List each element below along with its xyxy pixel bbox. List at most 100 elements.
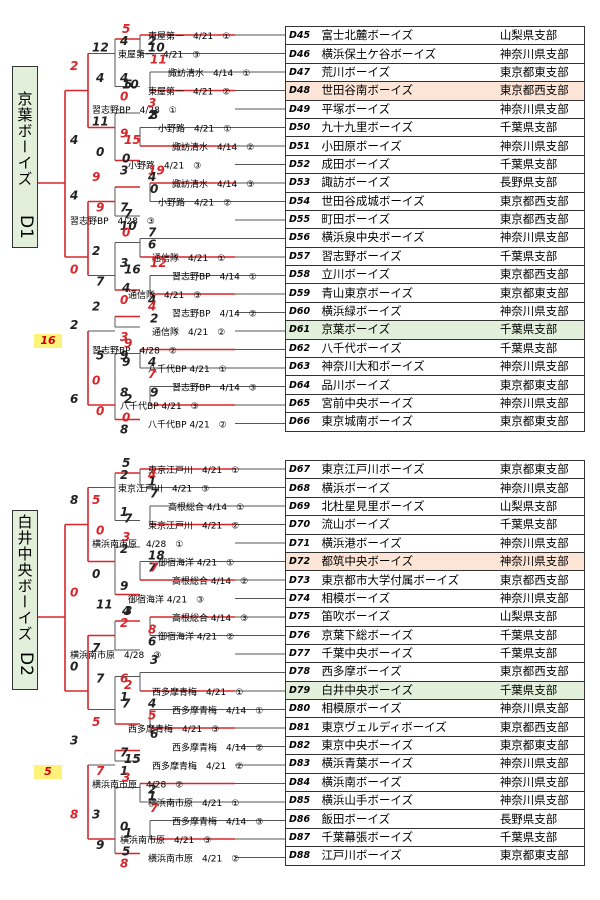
score-label: 9 [92,170,100,184]
score-label: 8 [150,108,158,122]
score-label: 9 [122,355,130,369]
team-name: 相模原ボーイズ [318,699,497,719]
team-name: 町田ボーイズ [318,209,497,230]
score-label: 9 [120,349,128,363]
score-label: 0 [122,411,130,425]
block-d1-code: D1 [16,215,36,239]
match-label: 習志野BP 4/14 ③ [172,382,257,394]
team-name: 九十九里ボーイズ [318,117,497,138]
match-label: 高根総合 4/14 ③ [172,612,248,624]
match-label: 御宿海洋 4/21 ① [158,557,234,569]
team-name: 富士北麓ボーイズ [318,25,497,46]
team-branch: 千葉県支部 [496,643,585,664]
score-label: 4 [119,71,128,85]
score-label: 12 [150,256,167,270]
score-label: 8 [120,386,128,400]
score-label: 4 [147,170,156,184]
block-d2-final-score: 5 [34,765,62,779]
team-code: D79 [285,680,319,701]
team-code: D72 [285,551,319,572]
match-label: 高根総合 4/14 ② [172,575,248,587]
match-label: 諏訪清水 4/14 ① [168,67,250,79]
team-code: D86 [285,809,319,829]
team-branch: 千葉県支部 [496,246,585,267]
score-label: 7 [96,672,105,686]
team-branch: 長野県支部 [496,809,585,829]
team-branch: 東京都東支部 [496,459,585,480]
match-label: 習志野BP 4/28 ① [92,104,177,116]
score-label: 3 [148,96,156,110]
team-branch: 千葉県支部 [496,338,585,359]
team-name: 八千代ボーイズ [318,338,497,359]
score-label: 19 [148,164,165,178]
match-label: 八千代BP 4/21 ② [148,420,227,431]
score-label: 7 [124,512,133,526]
team-branch: 東京都西支部 [496,265,585,285]
match-label: 通信隊 4/21 ② [152,326,225,338]
team-branch: 東京都西支部 [496,662,585,682]
team-name: 東京城南ボーイズ [318,412,497,432]
match-label: 通信隊 4/21 ① [152,252,225,264]
score-label: 5 [122,456,130,470]
team-code: D59 [285,283,319,303]
score-label: 5 [96,349,104,363]
match-label: 東京江戸川 4/21 ② [148,520,239,532]
match-label: 西多摩青梅 4/21 ① [152,686,243,698]
team-code: D63 [285,357,319,377]
team-name: 横浜港ボーイズ [318,533,497,553]
score-label: 0 [92,567,100,581]
match-label: 横浜南市原 4/21 ② [148,853,239,865]
team-branch: 神奈川県支部 [496,393,585,414]
score-label: 7 [92,641,101,655]
score-label: 5 [92,493,100,507]
team-name: 東京中央ボーイズ [318,735,497,756]
score-label: 2 [70,318,78,332]
team-code: D55 [285,209,319,230]
team-code: D76 [285,625,319,645]
team-branch: 東京都東支部 [496,412,585,432]
score-label: 0 [70,660,78,674]
score-label: 5 [122,845,130,859]
score-label: 5 [124,78,132,92]
score-label: 2 [92,244,100,258]
score-label: 3 [124,604,132,618]
team-branch: 東京都西支部 [496,191,585,211]
score-label: 4 [121,604,130,618]
match-label: 御宿海洋 4/21 ③ [128,594,204,606]
score-label: 10 [148,41,165,55]
score-label: 4 [147,355,156,369]
score-label: 4 [147,468,156,482]
team-branch: 東京都東支部 [496,735,585,756]
team-code: D58 [285,265,319,285]
block-d2-code: D2 [16,652,36,676]
score-label: 1 [148,475,156,489]
match-label: 西多摩青梅 4/21 ③ [128,723,219,735]
team-name: 横浜緑ボーイズ [318,301,497,322]
score-label: 7 [148,226,157,240]
score-label: 7 [150,487,159,501]
score-label: 2 [150,312,158,326]
team-branch: 神奈川県支部 [496,228,585,248]
team-name: 立川ボーイズ [318,265,497,285]
score-label: 0 [92,374,100,388]
team-name: 平塚ボーイズ [318,99,497,119]
score-label: 11 [92,115,109,129]
score-label: 15 [124,133,141,147]
score-label: 9 [96,201,104,215]
team-branch: 千葉県支部 [496,625,585,645]
